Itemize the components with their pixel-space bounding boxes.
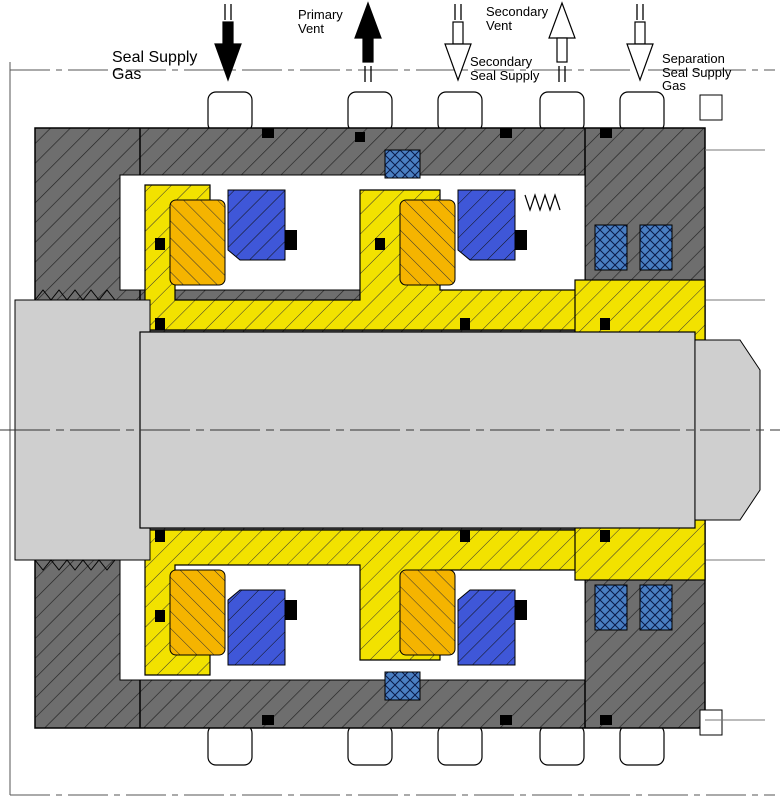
seal-springs (524, 193, 561, 212)
label-line: Secondary (470, 54, 533, 69)
o-rings (155, 128, 612, 725)
gas-port (539, 91, 585, 133)
gas-port (207, 91, 253, 133)
gas-flow-arrow (354, 1, 382, 82)
label-secondary-seal-supply: Secondary Seal Supply (470, 55, 539, 82)
label-line: Seal Supply (112, 49, 198, 66)
label-primary-vent: Primary Vent (298, 8, 343, 35)
stationary-seal-faces (169, 199, 456, 656)
gas-port (619, 91, 665, 133)
label-line: Seal Supply (662, 64, 732, 80)
label-line: Gas (112, 65, 142, 83)
gas-flow-arrow (214, 4, 242, 82)
label-line: Primary (298, 7, 343, 22)
label-secondary-vent: Secondary Vent (486, 5, 548, 32)
gas-flow-arrow (444, 4, 472, 82)
gas-port (437, 91, 483, 133)
separation-seal-rings (384, 149, 673, 701)
label-line: Vent (486, 17, 513, 33)
gas-port (347, 724, 393, 766)
gas-flow-arrow (626, 4, 654, 82)
shaft-sleeve-upper (144, 184, 706, 341)
gas-flow-arrows (214, 1, 654, 82)
gas-port (437, 724, 483, 766)
rotating-seal-faces (227, 189, 516, 666)
end-cover (699, 94, 765, 736)
label-separation-seal-supply-gas: Separation Seal Supply Gas (662, 52, 731, 93)
gas-ports-bottom (207, 724, 665, 766)
label-line: Seal Supply (470, 67, 540, 83)
label-seal-supply-gas: Seal Supply Gas (112, 49, 198, 84)
gas-port (347, 91, 393, 133)
gas-ports-top (207, 91, 665, 133)
shaft-sleeve-lower (144, 519, 706, 676)
gas-port (539, 724, 585, 766)
label-line: Secondary (486, 4, 549, 19)
label-line: Vent (298, 20, 325, 36)
gas-port (619, 724, 665, 766)
gas-port (207, 724, 253, 766)
gas-flow-arrow (548, 1, 576, 82)
label-line: Separation (662, 51, 725, 66)
label-line: Gas (662, 78, 686, 94)
